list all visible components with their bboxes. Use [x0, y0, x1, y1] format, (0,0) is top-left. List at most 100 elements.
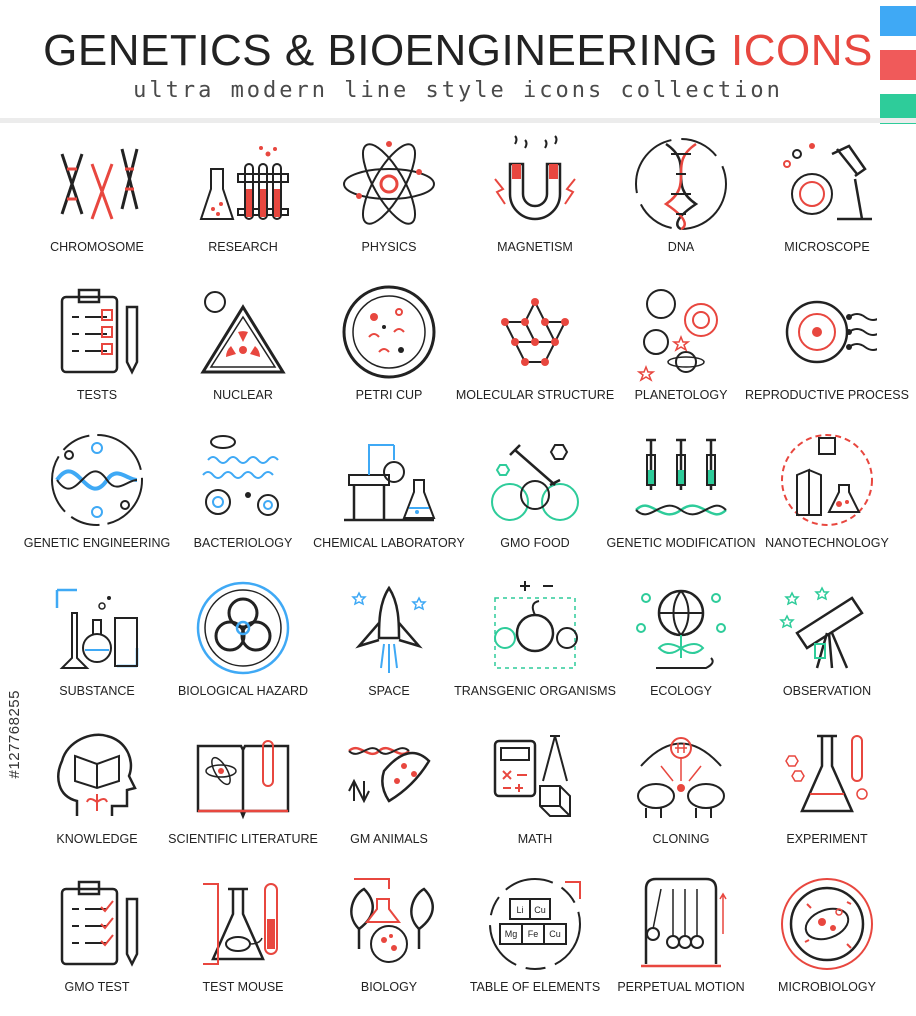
research-icon	[199, 146, 289, 220]
substance-tile: SUBSTANCE	[24, 572, 170, 720]
observation-icon	[779, 586, 864, 669]
genetic-engineering-icon	[51, 434, 143, 526]
swatch-red	[880, 50, 916, 80]
nuclear-icon	[200, 291, 286, 374]
perpetual-motion-icon	[641, 877, 727, 968]
icon-label: GMO FOOD	[500, 536, 570, 550]
reproductive-process-icon	[785, 300, 877, 364]
icon-label: EXPERIMENT	[786, 832, 868, 846]
icon-row: SUBSTANCE BIOLOGICAL HAZARD SPACE TRANSG…	[24, 572, 900, 720]
swatch-blue	[880, 6, 916, 36]
physics-icon	[343, 141, 435, 225]
nuclear-tile: NUCLEAR	[170, 276, 316, 424]
icon-label: MOLECULAR STRUCTURE	[455, 388, 615, 402]
icon-label: KNOWLEDGE	[56, 832, 138, 846]
element-symbol: Li	[516, 905, 523, 915]
biological-hazard-tile: BIOLOGICAL HAZARD	[170, 572, 316, 720]
table-of-elements-icon: Li Cu Mg Fe Cu	[489, 878, 581, 970]
space-icon	[351, 585, 427, 673]
dna-icon	[635, 138, 727, 231]
icon-row: CHROMOSOME RESEARCH PHYSICS MAGNETISM DN…	[24, 128, 900, 276]
icon-label: CHEMICAL LABORATORY	[313, 536, 465, 550]
ecology-icon	[636, 589, 726, 669]
icon-row: GMO TEST TEST MOUSE BIOLOGY Li Cu Mg Fe …	[24, 868, 900, 1016]
icon-label: PETRI CUP	[355, 388, 423, 402]
icon-row: GENETIC ENGINEERING BACTERIOLOGY CHEMICA…	[24, 424, 900, 572]
research-tile: RESEARCH	[170, 128, 316, 276]
chromosome-icon	[60, 148, 139, 220]
bacteriology-tile: BACTERIOLOGY	[170, 424, 316, 572]
genetic-modification-tile: GENETIC MODIFICATION	[606, 424, 756, 572]
observation-tile: OBSERVATION	[754, 572, 900, 720]
microscope-tile: MICROSCOPE	[754, 128, 900, 276]
ecology-tile: ECOLOGY	[608, 572, 754, 720]
icon-label: GENETIC MODIFICATION	[606, 536, 756, 550]
element-symbol: Mg	[505, 929, 518, 939]
chromosome-tile: CHROMOSOME	[24, 128, 170, 276]
icon-label: CHROMOSOME	[50, 240, 144, 254]
icon-label: CLONING	[652, 832, 710, 846]
icon-label: SPACE	[368, 684, 410, 698]
icon-label: REPRODUCTIVE PROCESS	[745, 388, 909, 402]
gm-animals-icon	[348, 746, 431, 804]
cloning-tile: CLONING	[608, 720, 754, 868]
cloning-icon	[637, 737, 725, 818]
physics-tile: PHYSICS	[316, 128, 462, 276]
tests-tile: TESTS	[24, 276, 170, 424]
microscope-icon	[783, 143, 872, 221]
chemical-laboratory-tile: CHEMICAL LABORATORY	[313, 424, 465, 572]
icon-label: MICROSCOPE	[784, 240, 870, 254]
transgenic-organisms-tile: TRANSGENIC ORGANISMS	[454, 572, 616, 720]
biology-icon	[350, 878, 434, 963]
biology-tile: BIOLOGY	[316, 868, 462, 1016]
icon-label: BIOLOGY	[360, 980, 418, 994]
math-tile: MATH	[462, 720, 608, 868]
gmo-food-icon	[491, 444, 579, 521]
magnetism-tile: MAGNETISM	[462, 128, 608, 276]
element-symbol: Fe	[528, 929, 539, 939]
element-symbol: Cu	[549, 929, 561, 939]
icon-label: GM ANIMALS	[350, 832, 428, 846]
icon-label: MICROBIOLOGY	[778, 980, 876, 994]
microbiology-tile: MICROBIOLOGY	[754, 868, 900, 1016]
icon-row: TESTS NUCLEAR PETRI CUP MOLECULAR STRUCT…	[24, 276, 909, 424]
icon-label: OBSERVATION	[782, 684, 872, 698]
icon-label: MAGNETISM	[497, 240, 573, 254]
icon-grid: CHROMOSOME RESEARCH PHYSICS MAGNETISM DN…	[24, 128, 909, 1016]
chemical-laboratory-icon	[344, 444, 436, 522]
title-accent: ICONS	[730, 26, 873, 75]
title-main: GENETICS & BIOENGINEERING	[43, 26, 719, 75]
test-mouse-icon	[203, 883, 278, 965]
gmo-food-tile: GMO FOOD	[462, 424, 608, 572]
substance-icon	[55, 588, 139, 669]
space-tile: SPACE	[316, 572, 462, 720]
icon-label: DNA	[667, 240, 695, 254]
molecular-structure-icon	[501, 298, 569, 366]
icon-label: BACTERIOLOGY	[193, 536, 293, 550]
test-mouse-tile: TEST MOUSE	[170, 868, 316, 1016]
icon-label: PERPETUAL MOTION	[617, 980, 745, 994]
molecular-structure-tile: MOLECULAR STRUCTURE	[456, 276, 614, 424]
icon-label: TRANSGENIC ORGANISMS	[454, 684, 616, 698]
knowledge-icon	[57, 733, 137, 816]
planetology-icon	[636, 289, 718, 382]
microbiology-icon	[781, 878, 873, 970]
icon-label: TESTS	[76, 388, 118, 402]
gm-animals-tile: GM ANIMALS	[316, 720, 462, 868]
knowledge-tile: KNOWLEDGE	[24, 720, 170, 868]
page-title: GENETICS & BIOENGINEERING ICONS	[0, 26, 916, 76]
transgenic-organisms-icon	[494, 581, 578, 669]
tests-icon	[60, 288, 139, 375]
icon-label: GMO TEST	[64, 980, 130, 994]
biological-hazard-icon	[196, 581, 290, 675]
experiment-tile: EXPERIMENT	[754, 720, 900, 868]
icon-label: BIOLOGICAL HAZARD	[177, 684, 309, 698]
icon-label: ECOLOGY	[650, 684, 712, 698]
gmo-test-icon	[60, 880, 139, 967]
experiment-icon	[785, 734, 868, 813]
scientific-literature-tile: SCIENTIFIC LITERATURE	[168, 720, 318, 868]
icon-label: NANOTECHNOLOGY	[765, 536, 889, 550]
genetic-engineering-tile: GENETIC ENGINEERING	[24, 424, 170, 572]
color-swatches	[880, 0, 916, 138]
math-icon	[493, 735, 571, 817]
